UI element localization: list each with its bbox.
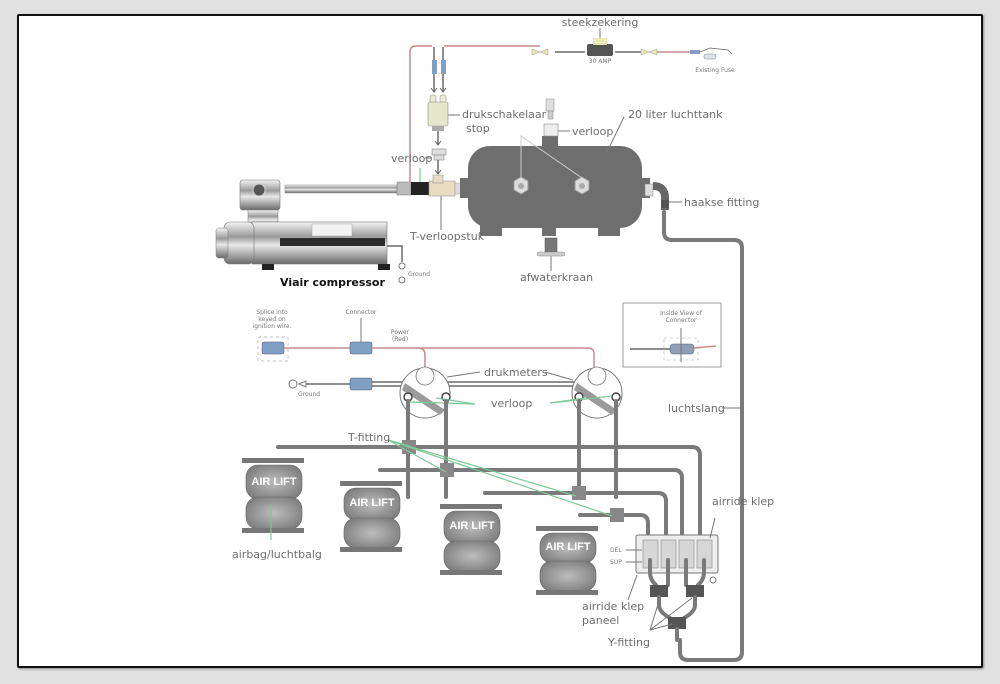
connector-icon — [349, 341, 373, 355]
reducer-adapter-left — [431, 148, 447, 175]
airbag-brand: AIR LIFT — [251, 476, 296, 488]
pressure-switch — [427, 74, 449, 146]
compressor-label: Viair compressor — [280, 276, 385, 289]
t-fitting — [440, 463, 454, 477]
air-tank — [460, 135, 650, 236]
adapter-top-label: verloop — [572, 125, 613, 138]
pressure-gauge-left — [399, 366, 451, 419]
ground-top-label: Ground — [408, 271, 430, 278]
main-air-line — [662, 210, 744, 662]
y-fitting-label: Y-fitting — [607, 636, 650, 649]
check-valve — [411, 182, 429, 195]
spade-connector — [432, 60, 437, 74]
inline-connector-left — [531, 48, 549, 56]
splice-label-1: Splice into — [256, 309, 288, 316]
air-line-label: luchtslang — [668, 402, 725, 415]
pressure-switch-label-1: drukschakelaar — [462, 108, 547, 121]
t-adapter-label: T-verloopstuk — [409, 230, 485, 243]
y-fitting-main — [668, 617, 686, 629]
airbag-brand: AIR LIFT — [349, 497, 394, 509]
braided-hose — [284, 184, 398, 194]
tank-leader — [606, 116, 625, 153]
inside-view-inset — [622, 302, 722, 368]
adapter-left-label: verloop — [391, 152, 432, 165]
del-label: DEL — [610, 547, 622, 554]
valve-label: airride klep — [712, 495, 774, 508]
elbow-fitting-label: haakse fitting — [684, 196, 759, 209]
sup-label: SUP — [610, 559, 622, 566]
gauge-adapter-leaders — [409, 395, 613, 405]
airbag-4: AIR LIFT — [536, 526, 598, 595]
power-label-2: (Red) — [392, 336, 408, 343]
splice-label-2: keyed on — [258, 316, 286, 323]
reducer-adapter-top — [543, 98, 559, 137]
fuse-holder-icon — [587, 38, 613, 56]
valve-panel-label-1: airride klep — [582, 600, 644, 613]
air-lines — [276, 399, 702, 550]
compressor — [215, 179, 429, 284]
splice-connector — [261, 341, 285, 355]
gauge-adapter-label: verloop — [491, 397, 532, 410]
y-fitting — [686, 585, 704, 597]
airbag-2: AIR LIFT — [340, 481, 402, 552]
ground-bottom-label: Ground — [298, 391, 320, 398]
t-fitting — [572, 486, 586, 500]
fuse-wiring: steekzekering 30 AMP Existing Fuse — [409, 16, 735, 195]
gauges-label: drukmeters — [484, 366, 548, 379]
t-fitting-leaders — [387, 439, 613, 517]
ground-connector — [349, 377, 373, 391]
existing-fuse-icon — [690, 47, 733, 60]
inside-view-label-2: Connector — [666, 317, 697, 324]
inside-view-label-1: Inside View of — [660, 310, 703, 317]
t-fitting — [610, 508, 624, 522]
airbag-brand: AIR LIFT — [545, 541, 590, 553]
airbag-3: AIR LIFT — [440, 504, 502, 575]
fuse-rating-label: 30 AMP — [589, 58, 612, 65]
inline-connector-right — [640, 48, 658, 56]
airbag-label: airbag/luchtbalg — [232, 548, 322, 561]
airbag-brand: AIR LIFT — [449, 520, 494, 532]
elbow-fitting — [644, 182, 669, 210]
splice-label-3: ignition wire. — [253, 323, 292, 330]
pressure-switch-label-2: stop — [466, 122, 490, 135]
drain-valve — [536, 237, 566, 257]
fuse-label: steekzekering — [562, 16, 639, 29]
drain-valve-label: afwaterkraan — [520, 271, 593, 284]
t-fitting-label: T-fitting — [347, 431, 390, 444]
tank-body — [468, 146, 642, 228]
tank-label: 20 liter luchttank — [628, 108, 723, 121]
t-adapter — [428, 174, 463, 197]
valve-panel — [635, 534, 719, 642]
pressure-gauge-right — [571, 366, 623, 419]
spade-connector — [441, 60, 446, 74]
y-fitting — [650, 585, 668, 597]
valve-panel-label-2: paneel — [582, 614, 619, 627]
power-label-1: Power — [391, 329, 410, 336]
airbag-1: AIR LIFT — [242, 458, 304, 533]
existing-fuse-label: Existing Fuse — [695, 67, 735, 74]
connector-label: Connector — [346, 309, 377, 316]
